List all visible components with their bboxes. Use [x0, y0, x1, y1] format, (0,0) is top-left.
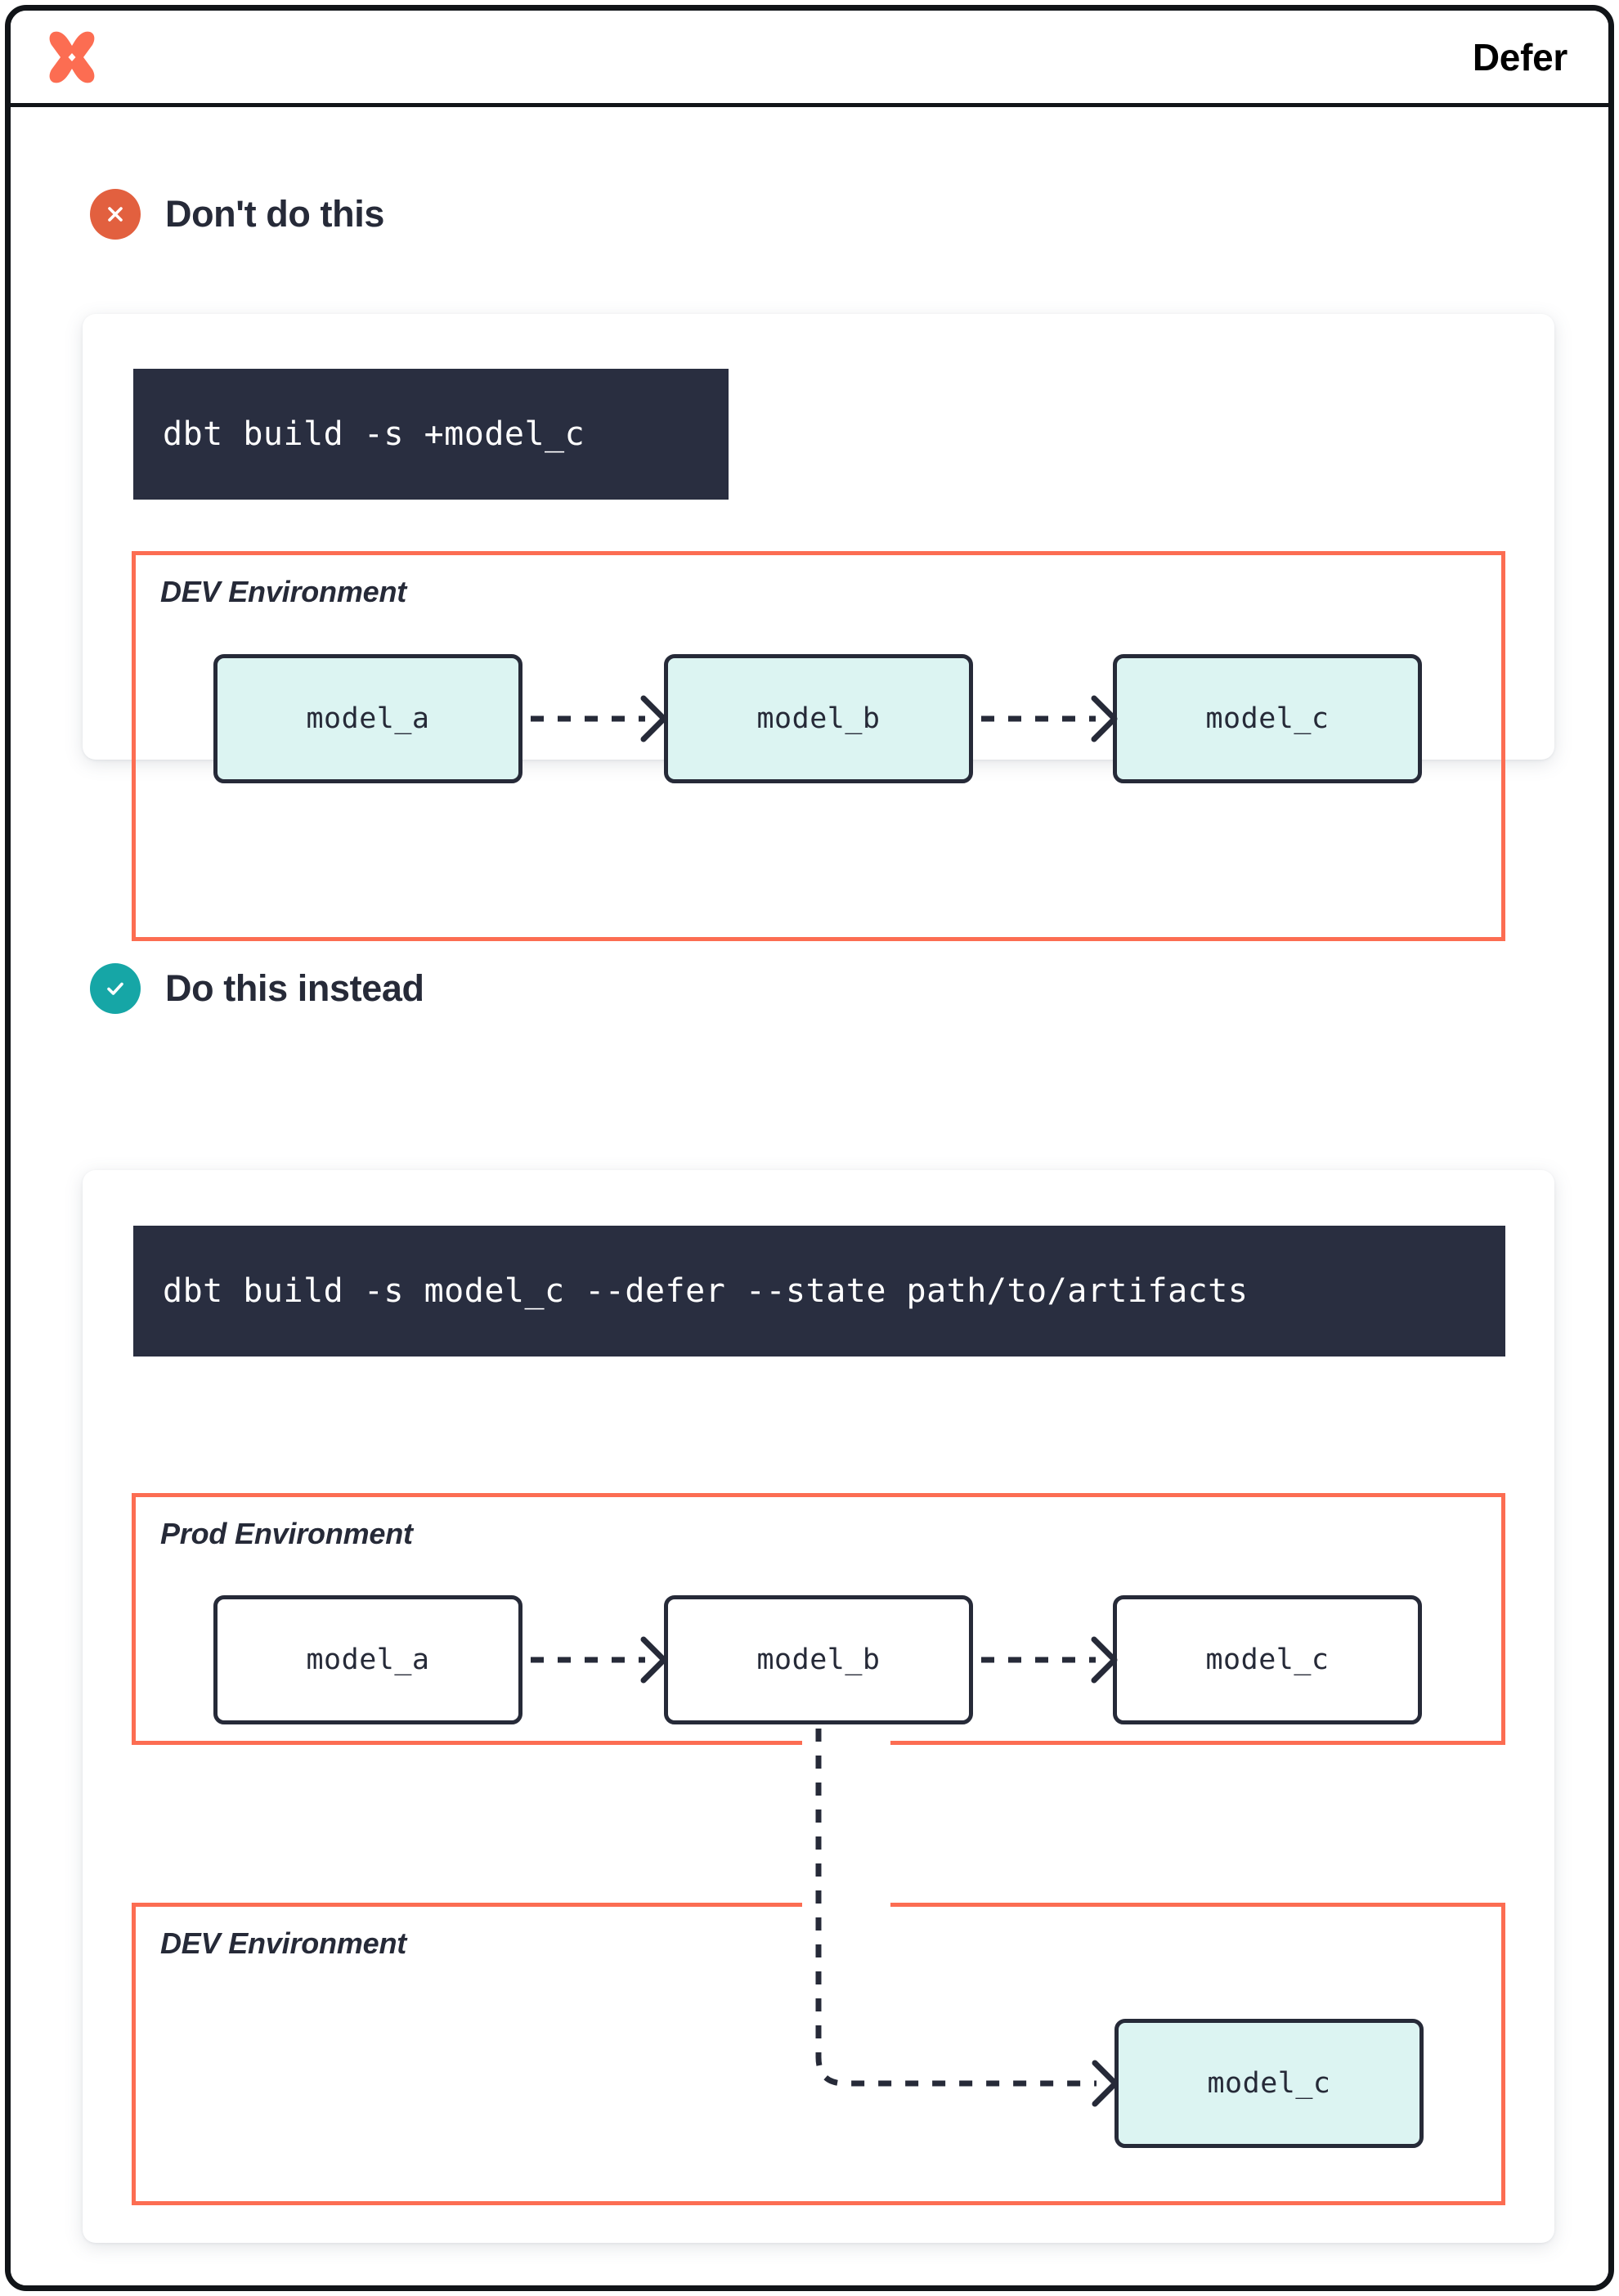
content-canvas: Don't do this dbt build -s +model_c DEV …	[11, 107, 1608, 2285]
node-model-b-prod[interactable]: model_b	[664, 1595, 973, 1724]
card-dont: dbt build -s +model_c DEV Environment mo…	[83, 314, 1554, 941]
section-header-do: Do this instead	[90, 963, 424, 1014]
section-header-dont: Don't do this	[90, 189, 384, 240]
node-model-c-prod[interactable]: model_c	[1113, 1595, 1422, 1724]
border-gap-prod-bottom	[802, 1736, 890, 1754]
node-model-a-dev-dont[interactable]: model_a	[213, 654, 522, 783]
node-model-c-dev-dont[interactable]: model_c	[1113, 654, 1422, 783]
x-circle-icon	[90, 189, 141, 240]
app-header: Defer	[11, 11, 1608, 107]
env-box-dev-dont: DEV Environment	[132, 551, 1505, 941]
check-circle-icon	[90, 963, 141, 1014]
card-do: dbt build -s model_c --defer --state pat…	[83, 1170, 1554, 2243]
node-model-c-dev-do[interactable]: model_c	[1114, 2019, 1424, 2148]
env-label-dev-dont: DEV Environment	[160, 575, 407, 608]
border-gap-dev-top	[802, 1897, 890, 1915]
dbt-logo-icon	[47, 25, 104, 89]
code-block-do[interactable]: dbt build -s model_c --defer --state pat…	[133, 1226, 1505, 1357]
code-block-dont[interactable]: dbt build -s +model_c	[133, 369, 729, 500]
section-title-dont: Don't do this	[165, 193, 384, 235]
node-model-b-dev-dont[interactable]: model_b	[664, 654, 973, 783]
env-label-prod: Prod Environment	[160, 1517, 413, 1550]
page-frame: Defer Don't do this dbt build -s +model_…	[5, 5, 1614, 2291]
env-label-dev-do: DEV Environment	[160, 1926, 407, 1960]
page-title: Defer	[1472, 35, 1567, 78]
node-model-a-prod[interactable]: model_a	[213, 1595, 522, 1724]
section-title-do: Do this instead	[165, 967, 424, 1009]
